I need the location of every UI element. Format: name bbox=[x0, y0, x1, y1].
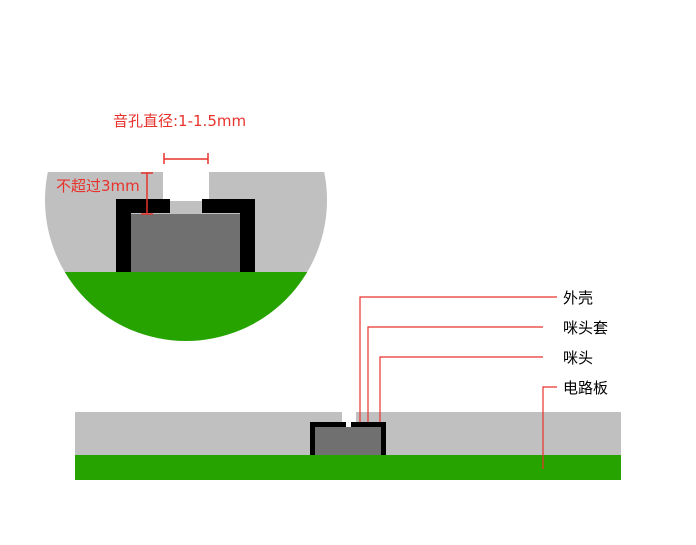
hole-diameter-label: 音孔直径:1-1.5mm bbox=[113, 112, 246, 130]
depth-label: 不超过3mm bbox=[56, 177, 140, 195]
callout-mic: 咪头 bbox=[563, 349, 593, 367]
hole-diameter-dimension bbox=[163, 153, 209, 164]
callout-shell: 外壳 bbox=[563, 289, 593, 307]
leader-mic bbox=[379, 356, 543, 422]
callout-mic-sleeve: 咪头套 bbox=[563, 319, 608, 337]
detail-sound-hole bbox=[163, 165, 209, 201]
section-mic-body bbox=[315, 427, 381, 456]
depth-dimension bbox=[141, 172, 153, 215]
leader-lines bbox=[359, 296, 557, 469]
leader-shell bbox=[359, 296, 557, 422]
section-mic-sleeve bbox=[310, 422, 386, 456]
detail-pcb bbox=[45, 272, 327, 341]
leader-pcb bbox=[542, 386, 557, 469]
callout-pcb: 电路板 bbox=[563, 379, 608, 397]
section-shell-left bbox=[75, 412, 342, 456]
detail-mic-sleeve bbox=[116, 199, 255, 272]
cross-section-view bbox=[75, 412, 621, 480]
detail-mic-body bbox=[131, 214, 240, 272]
section-pcb bbox=[75, 455, 621, 480]
leader-mic-sleeve bbox=[367, 326, 543, 422]
section-shell-right bbox=[356, 412, 621, 456]
